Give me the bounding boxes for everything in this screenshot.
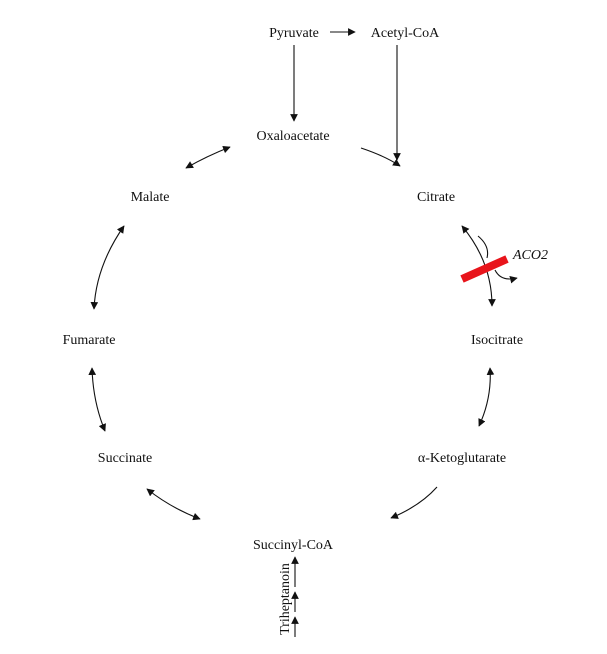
alpha-ketoglutarate-label: α-Ketoglutarate <box>418 451 506 466</box>
succinyl-coa-label: Succinyl-CoA <box>253 538 334 553</box>
isocitrate-ketoglutarate-arrow <box>478 367 495 427</box>
succinate-label: Succinate <box>98 451 152 466</box>
pyruvate-label: Pyruvate <box>269 26 319 41</box>
malate-oxaloacetate-arrow <box>185 145 231 169</box>
malate-label: Malate <box>131 190 170 205</box>
citrate-label: Citrate <box>417 190 455 205</box>
aco2-out-curve <box>494 269 518 284</box>
oxaloacetate-label: Oxaloacetate <box>256 129 329 144</box>
oxaloacetate-to-citrate-arrow <box>360 147 401 167</box>
acetyl-coa-label: Acetyl-CoA <box>371 26 440 41</box>
succinate-succinyl-coa-arrow <box>146 488 201 521</box>
ketoglutarate-to-succinyl-coa-arrow <box>390 486 438 519</box>
malate-fumarate-arrow <box>90 225 125 310</box>
fumarate-label: Fumarate <box>63 333 116 348</box>
fumarate-succinate-arrow <box>88 367 106 432</box>
isocitrate-label: Isocitrate <box>471 333 523 348</box>
aco2-enzyme-label: ACO2 <box>512 248 548 263</box>
aco2-in-curve <box>477 235 489 259</box>
citrate-to-isocitrate-arrow <box>461 225 496 307</box>
aco2-block-bar <box>460 255 509 283</box>
triheptanoin-label: Triheptanoin <box>278 563 293 635</box>
